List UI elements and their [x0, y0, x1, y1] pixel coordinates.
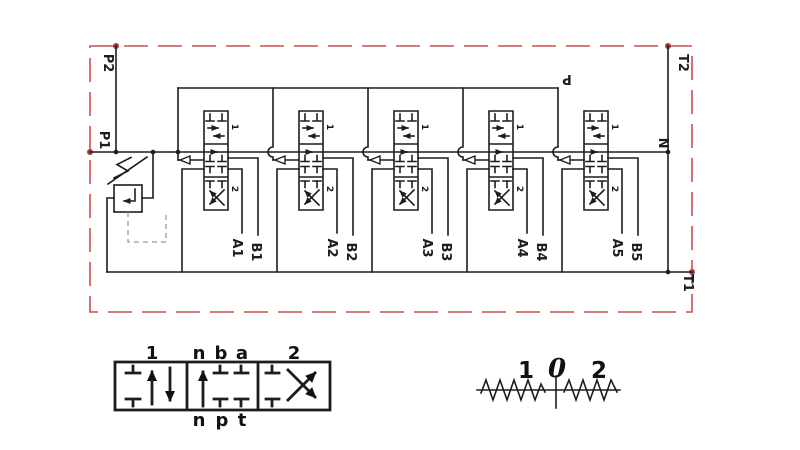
legend-blocked-ports [212, 364, 250, 408]
legend-position-1-label: 1 [146, 343, 159, 364]
spool-position-2-mark: 2 [229, 186, 239, 192]
valve-section-5: 1 2 A5 B5 [558, 111, 643, 272]
port-label-t2: T2 [675, 54, 690, 72]
spool-position-1-mark: 1 [229, 124, 239, 130]
work-port-label-a4: A4 [514, 238, 529, 257]
work-port-label-b5: B5 [628, 243, 643, 262]
spool-position-2-mark: 2 [324, 186, 334, 192]
work-port-label-b1: B1 [248, 243, 263, 262]
spool-position-2-mark: 2 [514, 186, 524, 192]
legend-bottom-port-n: n [193, 410, 206, 431]
lever-position-2-label: 2 [591, 358, 607, 384]
boundary-dashed-rect [89, 45, 693, 313]
junction-dot [113, 149, 119, 155]
valve-section-2: 1 2 A2 B2 [273, 111, 358, 272]
work-port-label-a3: A3 [419, 238, 434, 257]
port-label-p1: P1 [96, 131, 111, 150]
spool-position-2-mark: 2 [419, 186, 429, 192]
relief-inlet-line [141, 151, 154, 199]
port-label-t1: T1 [680, 274, 695, 292]
valve-symbol [273, 111, 353, 272]
work-port-label-b4: B4 [533, 243, 548, 262]
feed-drop-5 [552, 87, 559, 161]
legend-bottom-port-p: p [216, 410, 229, 431]
relief-outlet-line [106, 197, 115, 273]
lever-legend: 1 0 2 [476, 354, 621, 409]
valve-section-3: 1 2 A3 B3 [368, 111, 453, 272]
legend-blocked-ports [264, 364, 281, 408]
lever-position-0-label: 0 [548, 354, 566, 384]
work-port-label-a5: A5 [609, 238, 624, 257]
relief-adjust-arrow [106, 155, 149, 186]
legend-bottom-port-t: t [238, 410, 247, 431]
gallery-label-p: P [562, 71, 572, 86]
work-port-label-a2: A2 [324, 238, 339, 257]
port-labels: P2 P1 T2 T1 N P [96, 54, 695, 292]
right-spring-icon [562, 377, 619, 403]
junction-dot [175, 149, 181, 155]
relief-valve-body [113, 184, 143, 213]
legend-cross-arrow-2 [286, 368, 317, 399]
valve-section-1: 1 2 A1 B1 [178, 111, 263, 272]
spool-legend: 1 n b a 2 n p t [113, 343, 332, 431]
supply-lines [89, 45, 693, 275]
work-port-label-b3: B3 [438, 243, 453, 262]
work-port-label-b2: B2 [343, 243, 358, 262]
relief-valve [106, 151, 167, 273]
lever-position-1-label: 1 [518, 358, 534, 384]
valve-symbol [463, 111, 543, 272]
legend-top-port-b: b [215, 343, 228, 364]
spool-position-1-mark: 1 [324, 124, 334, 130]
legend-cross-arrow-1 [286, 371, 317, 402]
relief-pilot-line [127, 212, 167, 243]
junction-dot [665, 269, 671, 275]
spool-position-1-mark: 1 [419, 124, 429, 130]
valve-symbol [368, 111, 448, 272]
port-label-n: N [655, 138, 670, 149]
legend-position-2-label: 2 [288, 343, 301, 364]
valve-symbol [558, 111, 638, 272]
spool-position-2-mark: 2 [609, 186, 619, 192]
feed-drop-4 [457, 87, 464, 161]
feed-drop-3 [362, 87, 369, 161]
work-port-label-a1: A1 [229, 238, 244, 257]
junction-dot [665, 149, 671, 155]
legend-top-port-a: a [236, 343, 248, 364]
spool-position-1-mark: 1 [514, 124, 524, 130]
left-spring-icon [479, 377, 547, 403]
spool-legend-frame [113, 360, 332, 412]
legend-blocked-ports [124, 364, 142, 408]
port-label-p2: P2 [100, 54, 115, 73]
spool-position-1-mark: 1 [609, 124, 619, 130]
feed-drop-2 [267, 87, 274, 161]
valve-section-4: 1 2 A4 B4 [463, 111, 548, 272]
valve-symbol [178, 111, 258, 272]
legend-top-port-n: n [193, 343, 206, 364]
relief-flow-arrow [123, 188, 136, 204]
